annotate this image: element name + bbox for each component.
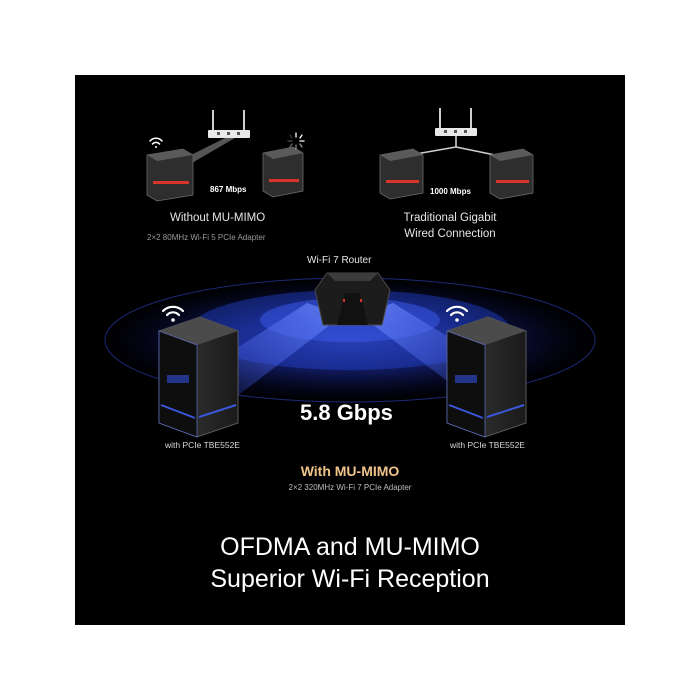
headline-line2: Superior Wi-Fi Reception: [210, 565, 490, 593]
pc-right-label: with PCIe TBE552E: [450, 440, 525, 450]
speed-main: 5.8 Gbps: [300, 400, 393, 425]
top-right-diagram: [379, 108, 534, 200]
pc-icon-small-4: [489, 148, 534, 200]
top-left-diagram: [146, 110, 305, 202]
loading-spinner-icon: [287, 132, 305, 150]
with-mu-mimo-label: With MU-MIMO: [300, 463, 400, 479]
pc-icon-small-1: [146, 148, 194, 202]
router-icon-small-left: [208, 110, 250, 138]
speed-label-867: 867 Mbps: [210, 185, 247, 194]
wired-label-line2: Wired Connection: [404, 228, 496, 240]
wifi7-router-icon: [314, 272, 391, 326]
router-icon-small-right: [435, 108, 477, 136]
wired-label-line1: Traditional Gigabit: [403, 212, 497, 224]
wifi-icon-small: [149, 137, 163, 148]
router-label: Wi-Fi 7 Router: [307, 255, 372, 266]
wifi7-adapter-label: 2×2 320MHz Wi-Fi 7 PCIe Adapter: [288, 483, 412, 492]
wifi-icon-left: [161, 305, 185, 322]
pc-icon-small-2: [262, 146, 304, 198]
wired-connection-label: Traditional Gigabit Wired Connection: [375, 210, 525, 242]
wifi-icon-right: [445, 305, 469, 322]
pc-left-label: with PCIe TBE552E: [165, 440, 240, 450]
speed-label-1000: 1000 Mbps: [430, 187, 471, 196]
feature-panel: 867 Mbps Without MU-MIMO 2×2 80MHz Wi-Fi…: [75, 75, 625, 625]
headline-line1: OFDMA and MU-MIMO: [220, 533, 480, 561]
illustration: [104, 108, 596, 438]
pc-right: [446, 316, 527, 438]
without-mu-mimo-label: Without MU-MIMO: [170, 212, 266, 224]
wifi5-adapter-label: 2×2 80MHz Wi-Fi 5 PCIe Adapter: [147, 233, 266, 242]
pc-left: [158, 316, 239, 438]
pc-icon-small-3: [379, 148, 424, 200]
